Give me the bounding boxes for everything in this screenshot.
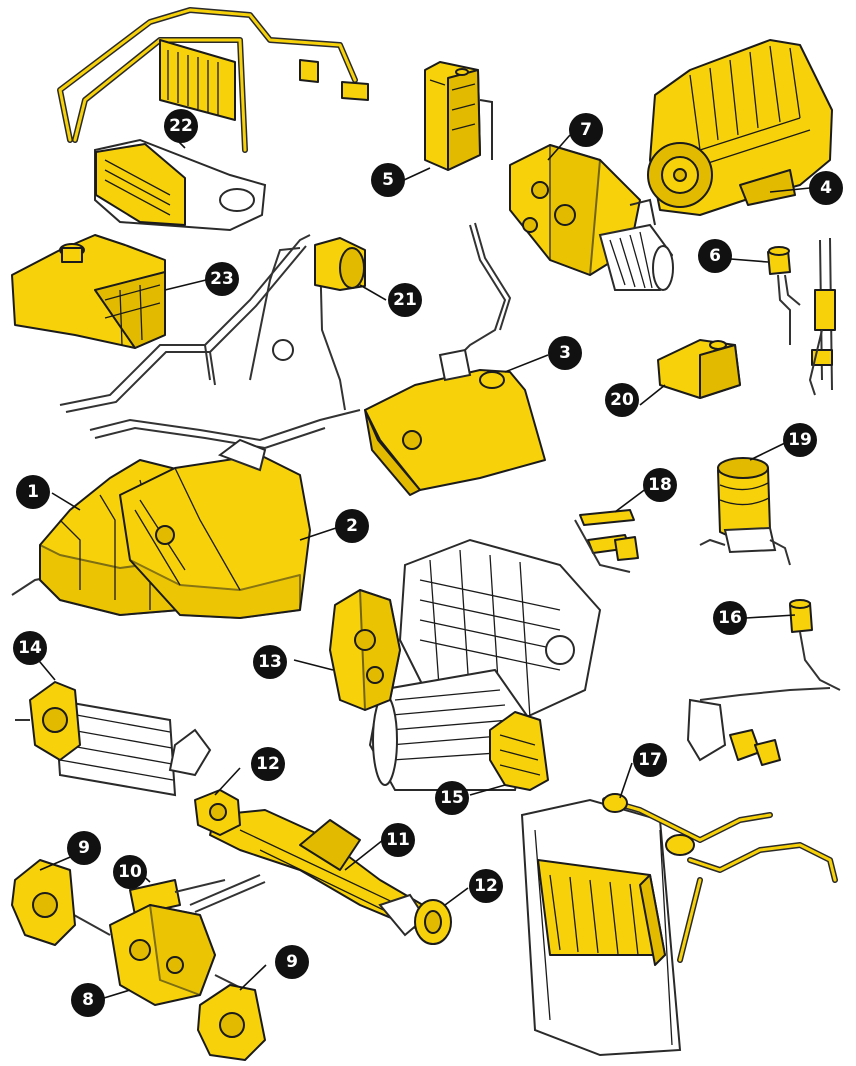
- callout-19: 19: [783, 423, 817, 457]
- part-18-rod-kit: [574, 509, 639, 573]
- callout-2: 2: [335, 509, 369, 543]
- callout-16: 16: [713, 601, 747, 635]
- callout-label: 2: [346, 516, 358, 536]
- part-14-beater-rotor: [15, 681, 212, 797]
- callout-3: 3: [548, 336, 582, 370]
- callout-8: 8: [71, 983, 105, 1017]
- callout-label: 17: [638, 750, 662, 770]
- callout-label: 13: [258, 652, 282, 672]
- callout-label: 20: [610, 390, 634, 410]
- callout-label: 11: [386, 830, 410, 850]
- part-10-driveshaft: [129, 879, 226, 916]
- part-17-cooling-package: [520, 793, 838, 1057]
- callout-18: 18: [643, 468, 677, 502]
- callout-7: 7: [569, 113, 603, 147]
- part-16-reservoir-lines: [686, 599, 841, 766]
- callout-label: 18: [648, 475, 672, 495]
- callout-label: 12: [474, 876, 498, 896]
- callout-label: 3: [559, 343, 571, 363]
- part-6-reservoir: [767, 237, 836, 396]
- part-21-filter-and-lines: [59, 234, 366, 450]
- callout-11: 11: [381, 823, 415, 857]
- callout-5: 5: [371, 163, 405, 197]
- callout-label: 12: [256, 754, 280, 774]
- part-7-pump-drive-gearbox: [509, 144, 674, 291]
- part-13-threshing-assembly: [329, 538, 602, 791]
- callout-label: 5: [382, 170, 394, 190]
- part-9-final-drive-right: [197, 984, 266, 1061]
- callout-label: 16: [718, 608, 742, 628]
- callout-14: 14: [13, 631, 47, 665]
- part-22-air-conditioning-assembly: [57, 7, 369, 232]
- callout-12-left: 12: [251, 747, 285, 781]
- part-3-fuel-tank: [364, 222, 546, 496]
- part-12-wheel-hub-right: [414, 899, 452, 945]
- part-20-coolant-tank: [657, 339, 741, 399]
- callout-15: 15: [435, 781, 469, 815]
- leader-lines: [29, 129, 811, 999]
- callout-9-right: 9: [275, 945, 309, 979]
- callout-23: 23: [205, 262, 239, 296]
- callout-label: 14: [18, 638, 42, 658]
- callout-label: 15: [440, 788, 464, 808]
- part-1-2-main-tank: [11, 438, 311, 619]
- part-9-final-drive-left: [11, 859, 76, 946]
- part-8-transmission: [64, 904, 256, 1006]
- callout-label: 22: [169, 116, 193, 136]
- part-15-drive-housing: [489, 711, 549, 791]
- callout-21: 21: [388, 283, 422, 317]
- callout-6: 6: [698, 239, 732, 273]
- part-5-control-box: [424, 61, 493, 171]
- callout-1: 1: [16, 475, 50, 509]
- part-11-axle-assembly: [189, 789, 441, 937]
- callout-label: 23: [210, 269, 234, 289]
- part-4-engine: [647, 39, 833, 216]
- callout-label: 21: [393, 290, 417, 310]
- callout-label: 19: [788, 430, 812, 450]
- callout-4: 4: [809, 171, 843, 205]
- callout-label: 4: [820, 178, 832, 198]
- part-19-canister-filter: [699, 457, 791, 566]
- callout-label: 9: [78, 838, 90, 858]
- callout-label: 10: [118, 862, 142, 882]
- callout-22: 22: [164, 109, 198, 143]
- part-23-hydraulic-tank: [11, 234, 166, 349]
- callout-label: 7: [580, 120, 592, 140]
- callout-20: 20: [605, 383, 639, 417]
- callout-12-right: 12: [469, 869, 503, 903]
- callout-label: 1: [27, 482, 39, 502]
- callout-10: 10: [113, 855, 147, 889]
- callout-17: 17: [633, 743, 667, 777]
- callout-label: 6: [709, 246, 721, 266]
- callout-label: 8: [82, 990, 94, 1010]
- callout-13: 13: [253, 645, 287, 679]
- callout-9-left: 9: [67, 831, 101, 865]
- callout-label: 9: [286, 952, 298, 972]
